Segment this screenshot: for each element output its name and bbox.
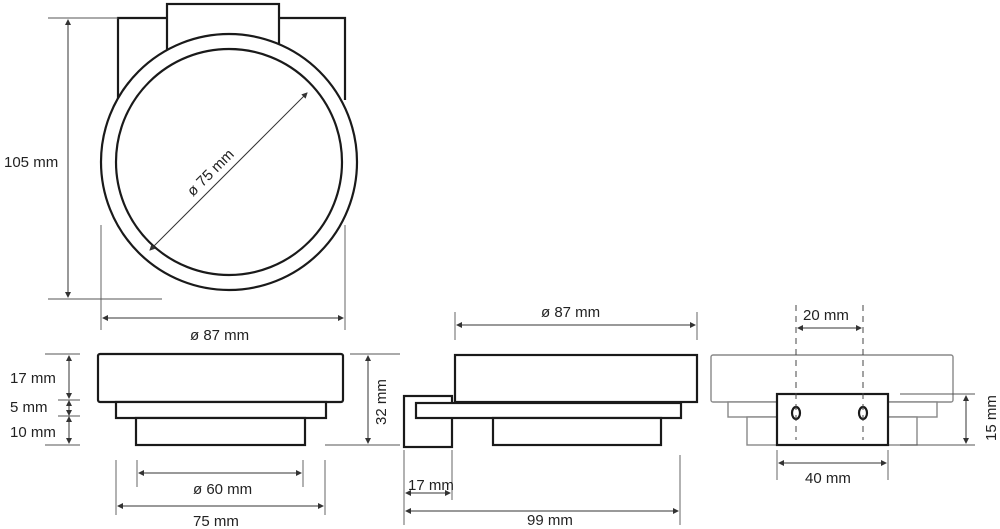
label-base-diameter: ø 60 mm	[193, 481, 252, 498]
label-top-height: 17 mm	[10, 370, 56, 387]
support-arm	[414, 401, 683, 420]
label-hole-spacing: 20 mm	[803, 307, 849, 324]
front-view: 17 mm 5 mm 10 mm 32 mm ø 60 mm 75 mm	[10, 352, 400, 529]
label-width: 75 mm	[193, 513, 239, 529]
dish-base	[134, 416, 307, 447]
label-side-diameter: ø 87 mm	[541, 304, 600, 321]
dish-side	[453, 353, 699, 404]
label-bracket-width: 17 mm	[408, 477, 454, 494]
label-base-height: 10 mm	[10, 424, 56, 441]
label-plate-height: 15 mm	[983, 395, 1000, 441]
side-view: ø 87 mm 17 mm 99 mm	[402, 304, 699, 529]
top-view: 105 mm ø 75 mm ø 87 mm	[4, 2, 359, 344]
dish-top	[96, 352, 345, 404]
label-outer-diameter: ø 87 mm	[190, 327, 249, 344]
label-height: 105 mm	[4, 154, 58, 171]
label-plate-width: 40 mm	[805, 470, 851, 487]
label-middle-height: 5 mm	[10, 399, 48, 416]
back-view: 20 mm 15 mm 40 mm	[710, 305, 1000, 487]
dimension-line-inner-diameter	[149, 92, 308, 251]
label-total-height: 32 mm	[373, 379, 390, 425]
dish-middle	[114, 400, 328, 420]
mounting-plate	[775, 392, 890, 447]
label-depth: 99 mm	[527, 512, 573, 529]
dish-base-side	[491, 416, 663, 447]
